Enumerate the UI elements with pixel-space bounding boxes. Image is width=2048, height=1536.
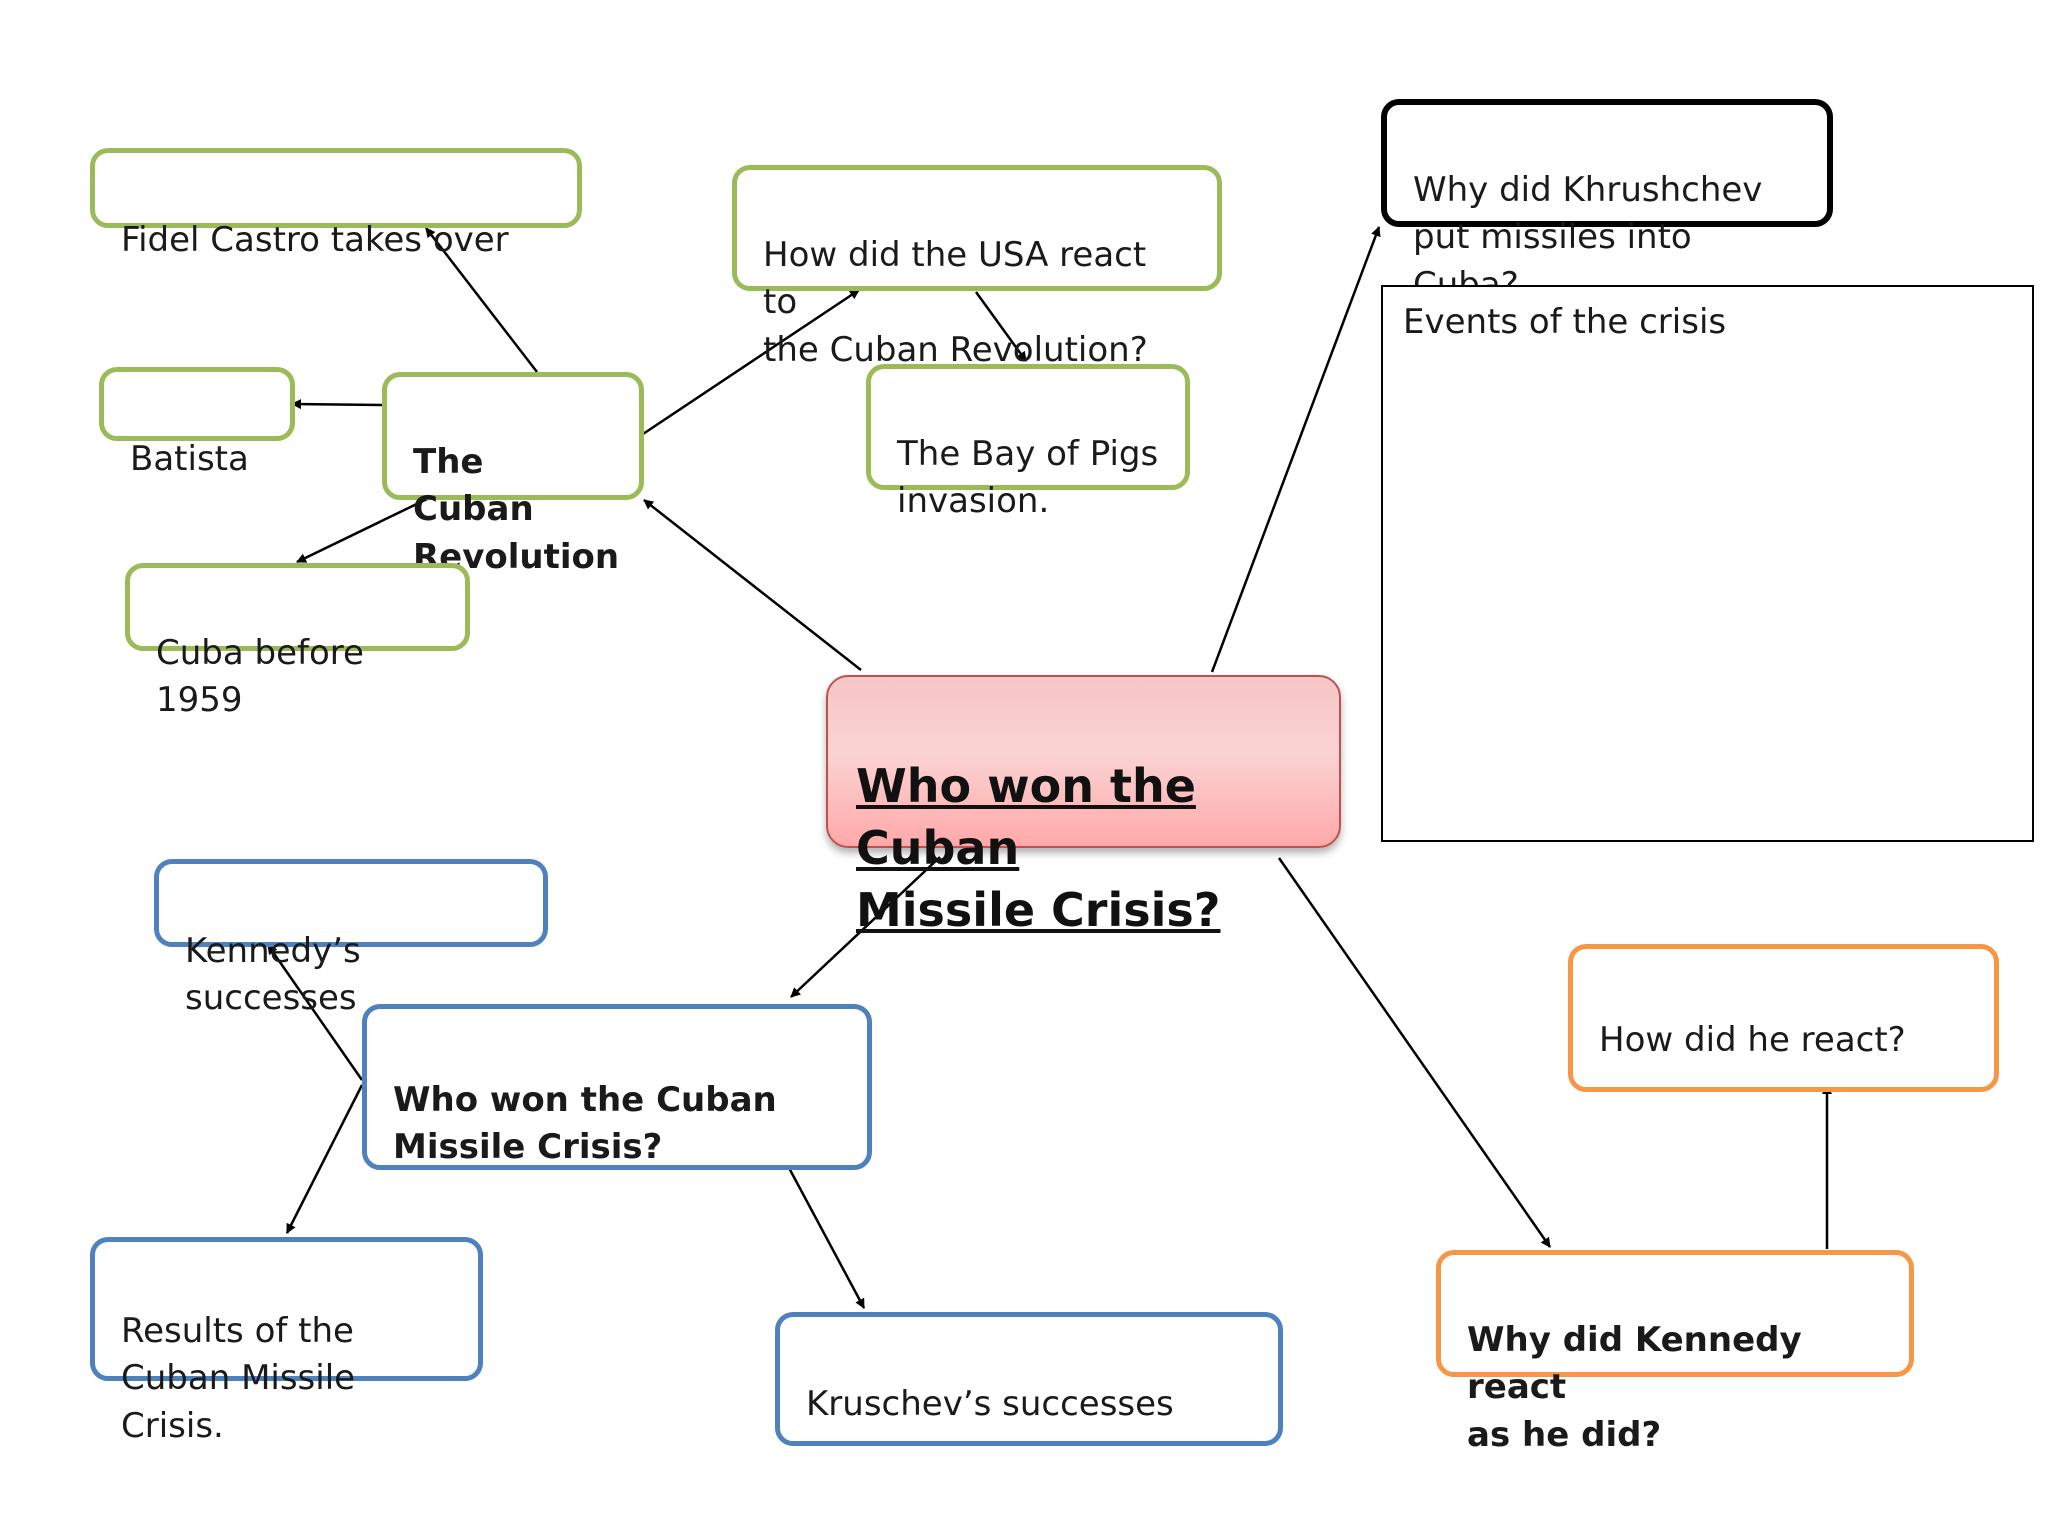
node-batista-label: Batista <box>130 438 249 479</box>
node-cuba-before-1959-label: Cuba before 1959 <box>156 632 364 721</box>
node-cuban-revolution: The Cuban Revolution <box>382 372 644 577</box>
node-fidel-castro: Fidel Castro takes over <box>90 148 582 260</box>
node-batista: Batista <box>99 367 295 479</box>
node-how-did-he-react: How did he react? <box>1568 944 1999 1092</box>
events-of-the-crisis-label: Events of the crisis <box>1403 302 1727 342</box>
central-question: Who won the Cuban Missile Crisis? <box>826 675 1341 937</box>
arrow-center-to-revolution <box>643 499 862 671</box>
node-bay-of-pigs: The Bay of Pigs invasion. <box>866 364 1190 521</box>
node-kruschev-successes-label: Kruschev’s successes <box>806 1383 1174 1424</box>
events-of-the-crisis-box: Events of the crisis <box>1381 285 2034 842</box>
node-bay-of-pigs-label: The Bay of Pigs invasion. <box>897 433 1159 522</box>
node-who-won-label: Who won the Cuban Missile Crisis? <box>393 1079 777 1168</box>
arrow-who-won-to-results <box>285 1084 364 1234</box>
arrow-revolution-to-batista <box>291 399 383 410</box>
node-why-khrushchev-label: Why did Khrushchev put missiles into Cub… <box>1413 169 1763 305</box>
node-cuba-before-1959: Cuba before 1959 <box>125 563 470 720</box>
node-results-label: Results of the Cuban Missile Crisis. <box>121 1310 356 1446</box>
node-who-won: Who won the Cuban Missile Crisis? <box>362 1004 872 1170</box>
arrow-center-to-khrushchev <box>1210 226 1381 673</box>
node-fidel-castro-label: Fidel Castro takes over <box>121 219 509 260</box>
node-usa-react-label: How did the USA react to the Cuban Revol… <box>763 234 1148 370</box>
arrow-center-to-why-kennedy <box>1277 857 1552 1248</box>
node-why-khrushchev: Why did Khrushchev put missiles into Cub… <box>1381 99 1833 305</box>
arrow-revolution-to-cuba-before <box>296 497 428 564</box>
node-why-kennedy-label: Why did Kennedy react as he did? <box>1467 1319 1802 1455</box>
node-kruschev-successes: Kruschev’s successes <box>775 1312 1283 1446</box>
node-kennedy-successes: Kennedy’s successes <box>154 859 548 1018</box>
node-usa-react: How did the USA react to the Cuban Revol… <box>732 165 1222 370</box>
node-how-did-he-react-label: How did he react? <box>1599 1019 1906 1060</box>
central-question-label: Who won the Cuban Missile Crisis? <box>856 759 1221 938</box>
arrow-who-won-to-kruschev <box>786 1165 866 1309</box>
node-why-kennedy: Why did Kennedy react as he did? <box>1436 1250 1914 1455</box>
node-cuban-revolution-label: The Cuban Revolution <box>413 441 620 577</box>
node-results: Results of the Cuban Missile Crisis. <box>90 1237 483 1446</box>
node-kennedy-successes-label: Kennedy’s successes <box>185 930 361 1019</box>
